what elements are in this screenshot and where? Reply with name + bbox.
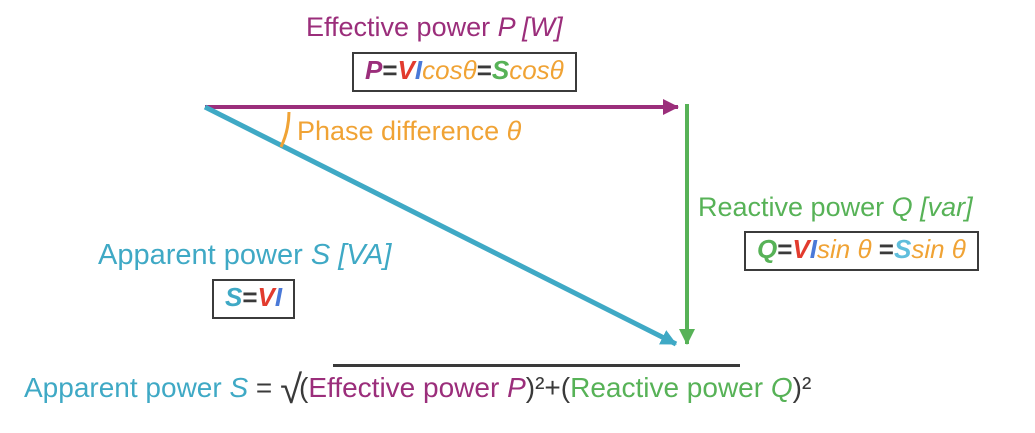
formula-segment: = [777,234,793,264]
formula-segment: S [491,55,510,85]
formula-segment: S [225,282,243,312]
formula-segment: = [242,282,258,312]
formula-segment: Effective power [308,372,508,403]
formula-segment: V [397,55,415,85]
formula-segment: V [792,234,810,264]
formula-segment: )² [792,372,812,403]
radical-overline [333,364,740,367]
formula-segment: sin θ [817,234,879,264]
pythagorean-formula: Apparent power S = √(Effective power P)²… [24,370,812,410]
phase-difference-label-symbol: θ [506,116,522,146]
apparent-power-label-text: Apparent power [98,239,311,271]
formula-segment: cosθ [509,55,564,85]
formula-segment: V [257,282,275,312]
apparent-power-label-symbol: S [VA] [310,239,392,271]
formula-segment: + [544,372,561,403]
formula-segment: Q [757,234,778,264]
reactive-power-label-text: Reactive power [698,192,892,222]
phase-angle-arc [279,111,291,148]
formula-segment: )² [525,372,545,403]
formula-segment: = [476,55,492,85]
apparent-power-arrow [203,104,678,347]
formula-segment: P [365,55,383,85]
formula-segment: Apparent power [24,372,230,403]
effective-power-label: Effective power P [W] [306,12,563,43]
formula-segment: P [507,372,526,403]
reactive-power-formula-box: Q=VIsin θ =Ssin θ [744,231,979,272]
effective-power-label-symbol: P [W] [497,12,563,42]
effective-power-formula-box: P=VIcosθ=Scosθ [352,52,577,93]
formula-segment: S [893,234,912,264]
formula-segment: = [878,234,894,264]
formula-segment: I [414,55,423,85]
formula-segment: Q [770,372,793,403]
formula-segment: ( [560,372,571,403]
apparent-power-formula-box: S=VI [212,279,296,320]
formula-segment: ( [299,372,309,403]
formula-segment: I [809,234,817,264]
formula-segment: S [229,372,249,403]
phase-difference-label: Phase difference θ [297,116,521,147]
formula-segment: cosθ [422,55,477,85]
apparent-power-label: Apparent power S [VA] [98,239,391,272]
phase-difference-label-text: Phase difference [297,116,507,146]
square-root-sign: √ [280,368,303,412]
formula-segment: I [274,282,283,312]
formula-segment: = [248,372,281,403]
effective-power-label-text: Effective power [306,12,498,42]
reactive-power-label: Reactive power Q [var] [698,192,973,223]
formula-segment: = [382,55,398,85]
formula-segment: Reactive power [570,372,771,403]
reactive-power-label-symbol: Q [var] [891,192,973,222]
formula-segment: sin θ [911,234,966,264]
